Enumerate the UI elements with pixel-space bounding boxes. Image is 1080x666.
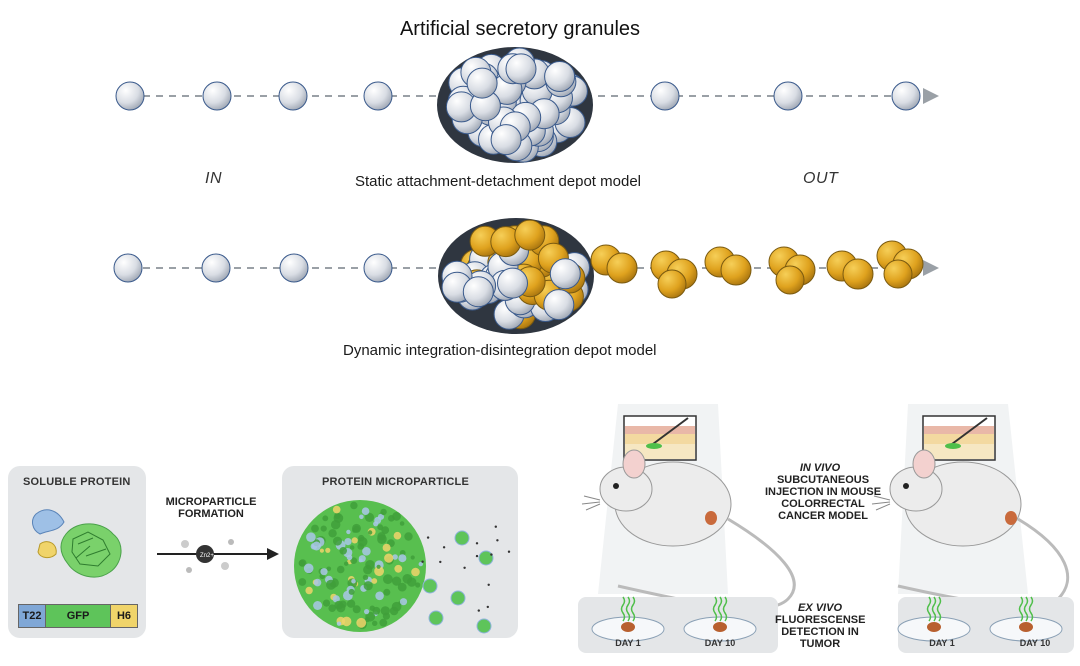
released-fragment [422,578,438,594]
released-fragment [476,618,492,634]
granule-clump [657,269,687,299]
day-label-left-10: DAY 10 [704,638,736,648]
dynamic-depot-cluster [438,218,594,334]
granule [201,253,231,283]
granule [363,253,393,283]
granule [650,81,680,111]
ex-vivo-heading: EX VIVO [797,602,843,614]
protein-microparticle-title: PROTEIN MICROPARTICLE [322,476,469,488]
granule [363,81,393,111]
zinc-ion-label: Zn2+ [200,553,214,559]
day-label-right-1: DAY 1 [929,638,955,648]
granule [462,276,494,308]
granule-clump [720,254,752,286]
granule-clump [883,259,913,289]
granule-clump [842,258,874,290]
granule [466,67,498,99]
granule [202,81,232,111]
injection-inset-right [922,415,996,461]
t22-segment: T22 [19,605,46,627]
tumor-sample [927,622,941,632]
in-vivo-description: SUBCUTANEOUS INJECTION IN MOUSE COLORREC… [764,474,882,522]
granule [543,289,575,321]
granule [514,219,546,251]
tumor-sample [713,622,727,632]
released-fragment [454,530,470,546]
soluble-protein-title: SOLUBLE PROTEIN [23,476,131,488]
granule [490,124,522,156]
in-label: IN [205,170,222,187]
outgoing-granules [650,81,921,111]
granule [505,53,537,85]
granule [544,61,576,92]
ex-vivo-description: FLUORESCENSE DETECTION IN TUMOR [775,614,866,650]
released-fragment [428,610,444,626]
granule [113,253,143,283]
formation-arrow: Zn2+ [157,539,279,573]
tumor-sample [1019,622,1033,632]
day-label-left-1: DAY 1 [615,638,641,648]
granule-clump [606,252,638,284]
released-fragment [478,550,494,566]
granule [278,81,308,111]
out-label: OUT [803,170,839,187]
in-vivo-illustration [578,404,1074,653]
granule [115,81,145,111]
granule [891,81,921,111]
microparticle-image [294,500,511,634]
granule-clump [775,265,805,295]
dynamic-model-caption: Dynamic integration-disintegration depot… [343,342,657,359]
h6-segment: H6 [111,605,137,627]
granule [497,267,528,299]
static-depot-cluster [437,47,593,163]
static-model-row [115,47,939,163]
released-fragment [450,590,466,606]
day-label-right-10: DAY 10 [1019,638,1051,648]
protein-microparticle-panel: PROTEIN MICROPARTICLE [282,466,518,638]
granule [549,258,581,290]
protein-structure-image [32,509,122,578]
incoming-granules [115,81,393,111]
zinc-ion-icon [196,545,214,563]
released-granule-clumps [590,240,924,299]
incoming-granules [113,253,393,283]
depot-models-diagram [113,47,939,334]
tumor-sample [621,622,635,632]
gfp-segment: GFP [46,605,111,627]
formation-step-label: MICROPARTICLE FORMATION [165,496,257,520]
soluble-protein-panel: SOLUBLE PROTEIN T22 GFP H6 [8,466,146,638]
diagram-title: Artificial secretory granules [399,18,641,40]
fusion-construct-bar: T22 GFP H6 [18,604,138,628]
dynamic-model-row [113,218,939,334]
in-vivo-heading: IN VIVO [799,462,841,474]
granule [773,81,803,111]
granule [279,253,309,283]
static-model-caption: Static attachment-detachment depot model [355,173,641,190]
mouse-left [581,449,796,610]
